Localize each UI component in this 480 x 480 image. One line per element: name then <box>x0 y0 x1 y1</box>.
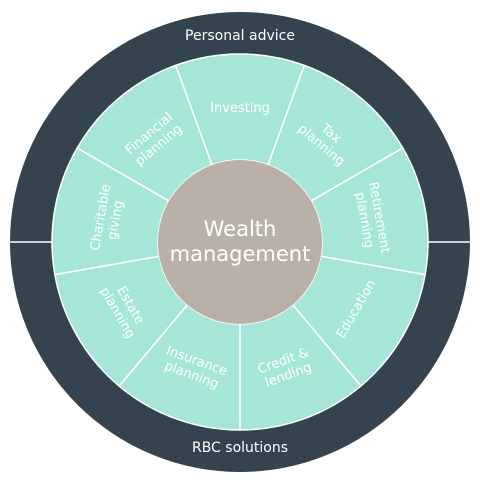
segment-label-line: Investing <box>210 101 270 116</box>
center-label-line2: management <box>170 242 311 266</box>
center-circle <box>158 160 322 324</box>
segment-label: Investing <box>210 101 270 116</box>
center-label-line1: Wealth <box>204 217 277 241</box>
ring-label-top: Personal advice <box>185 28 295 44</box>
segment-label-line: giving <box>105 199 127 241</box>
ring-label-bottom: RBC solutions <box>192 440 288 456</box>
service-segments: InvestingTaxplanningRetirementplanningEd… <box>51 53 429 431</box>
